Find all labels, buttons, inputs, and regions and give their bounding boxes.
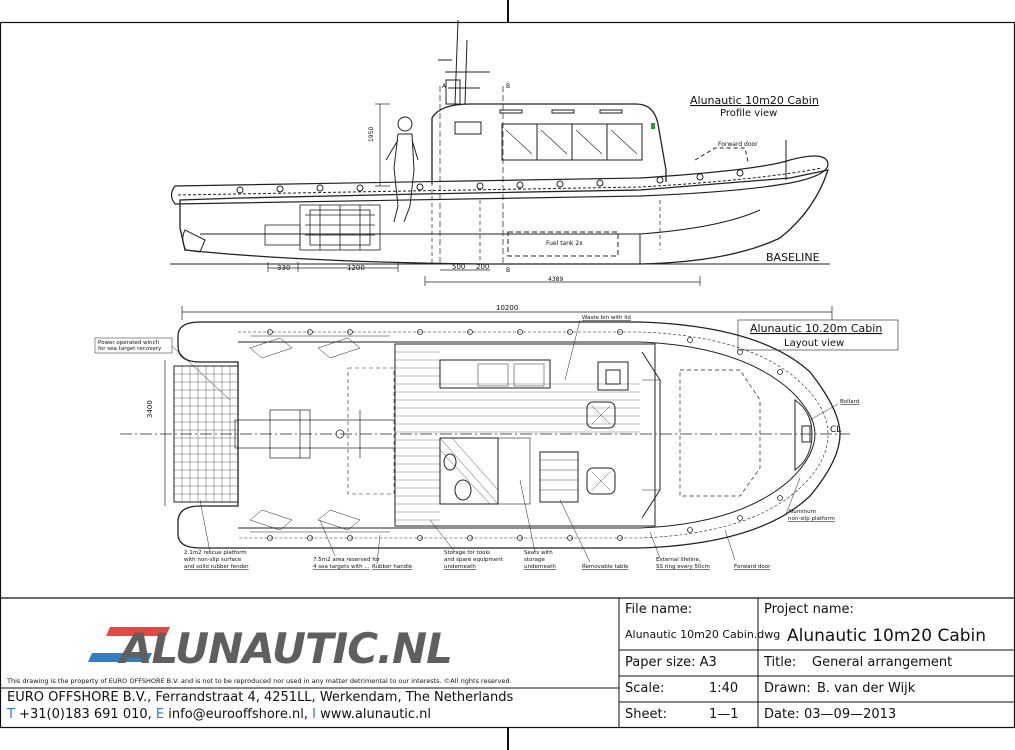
- callout-forward-door: Forward door: [734, 564, 771, 570]
- profile-subtitle: Profile view: [720, 108, 777, 119]
- layout-title: Alunautic 10.20m Cabin: [750, 322, 882, 335]
- email: info@eurooffshore.nl,: [168, 707, 308, 722]
- callout-rubber-handle: Rubber handle: [372, 564, 413, 570]
- person-figure: [385, 116, 419, 223]
- callout-storage-2: and spare equipment: [444, 557, 504, 563]
- profile-title: Alunautic 10m20 Cabin: [690, 94, 819, 107]
- callout-waste-bin: Waste bin with lid: [582, 315, 631, 321]
- logo-text: ALUNAUTIC.NL: [117, 624, 452, 673]
- layout-width-dim: 3400: [146, 400, 154, 418]
- sheet-value: 1—1: [709, 707, 739, 722]
- paper-size: Paper size: A3: [625, 655, 717, 670]
- callout-lifeline-1: External lifeline,: [656, 557, 701, 563]
- title-block-grid: [0, 598, 1015, 728]
- callout-seats-3: underneath: [524, 564, 556, 570]
- callout-storage-1: Storage for tools: [444, 550, 490, 556]
- phone-label: T: [7, 707, 15, 722]
- date-label: Date:: [764, 707, 800, 722]
- web-label: I: [312, 707, 316, 722]
- date-value: 03—09—2013: [804, 707, 897, 722]
- file-name: Alunautic 10m20 Cabin.dwg: [625, 628, 781, 641]
- winch-assembly: [234, 409, 396, 459]
- callout-winch-2: for sea target recovery: [98, 346, 162, 352]
- title-value: General arrangement: [812, 655, 953, 670]
- drawn-label: Drawn:: [764, 681, 811, 696]
- grip-pads: [249, 337, 361, 531]
- cabin-profile: [431, 103, 667, 184]
- callout-bollard: Bollard: [840, 399, 859, 405]
- dim-1200: 1200: [347, 264, 365, 272]
- callout-targets-1: 7.5m2 area reserved for: [313, 557, 381, 563]
- baseline-label: BASELINE: [766, 251, 820, 264]
- layout-title-box: [737, 319, 899, 351]
- removable-table: [539, 451, 579, 503]
- layout-view: [120, 306, 899, 565]
- title-block: File name: Alunautic 10m20 Cabin.dwg Pap…: [619, 598, 1015, 728]
- contact-line: T +31(0)183 691 010, E info@eurooffshore…: [7, 707, 431, 722]
- callout-rescue-3: and solid rubber fender: [184, 564, 249, 570]
- scale-value: 1:40: [709, 681, 739, 696]
- mast: [438, 19, 490, 105]
- file-name-label: File name:: [625, 602, 693, 617]
- dim-500: 500: [452, 263, 465, 271]
- helm-seat-1: [586, 401, 616, 429]
- callout-aluminum-1: Aluminum: [788, 509, 816, 515]
- phone: +31(0)183 691 010,: [19, 707, 152, 722]
- callout-winch-1: Power operated winch: [98, 340, 160, 346]
- engines-profile: [264, 204, 381, 251]
- bow-platform: [794, 399, 813, 471]
- tube-profile: [170, 155, 829, 205]
- fuel-tank-profile: [507, 231, 619, 257]
- email-label: E: [155, 707, 165, 722]
- sheet-label: Sheet:: [625, 707, 667, 722]
- callout-rescue-2: with non-slip surface: [184, 557, 242, 563]
- dim-330: 330: [277, 264, 290, 272]
- section-b-top: B: [506, 83, 510, 90]
- callout-rescue-1: 2.1m2 rescue platform: [184, 550, 247, 556]
- callout-seats-2: storage: [524, 557, 546, 563]
- callout-targets-2: 4 sea targets with ...: [313, 564, 370, 570]
- profile-forward-door-label: Forward door: [718, 141, 758, 148]
- project-name: Alunautic 10m20 Cabin: [787, 626, 987, 646]
- dim-200: 200: [476, 263, 489, 271]
- storage-bench-port: [439, 359, 551, 389]
- deck-area: [394, 343, 656, 527]
- scale-label: Scale:: [625, 681, 665, 696]
- profile-view: [170, 19, 830, 286]
- project-name-label: Project name:: [764, 602, 854, 617]
- alunautic-logo: ALUNAUTIC.NL: [88, 624, 453, 673]
- section-b-bottom: B: [506, 267, 510, 274]
- fuel-tank-label: Fuel tank 2x: [546, 240, 583, 247]
- layout-length-dim: 10200: [496, 304, 518, 312]
- website: www.alunautic.nl: [320, 707, 432, 722]
- callout-seats-1: Seats with: [524, 550, 553, 556]
- helm-seat-2: [586, 467, 616, 495]
- disclaimer: This drawing is the property of EURO OFF…: [7, 677, 512, 685]
- drawn-value: B. van der Wijk: [817, 681, 916, 696]
- company-line: EURO OFFSHORE B.V., Ferrandstraat 4, 425…: [7, 690, 514, 705]
- dim-4389: 4389: [548, 276, 563, 283]
- callout-aluminum-2: non-slip platform: [788, 516, 835, 522]
- layout-subtitle: Layout view: [784, 338, 844, 349]
- callout-table: Removable table: [582, 564, 629, 570]
- height-dim: 1950: [368, 127, 375, 142]
- title-label: Title:: [764, 655, 797, 670]
- centerline-label: CL: [830, 425, 841, 435]
- tube-rings: [236, 169, 744, 194]
- callout-lifeline-2: SS ring every 50cm: [656, 564, 710, 570]
- hull-profile: [179, 169, 829, 265]
- tube-outline: [177, 321, 841, 549]
- section-a-top: A: [442, 83, 447, 90]
- callout-storage-3: underneath: [444, 564, 476, 570]
